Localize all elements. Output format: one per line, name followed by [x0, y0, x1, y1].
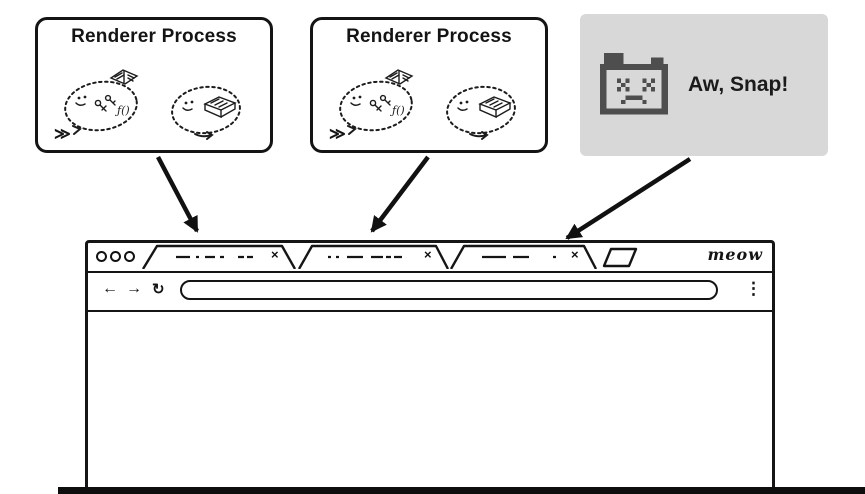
- renderer-threads-doodle-icon: ƒ() ≫: [54, 69, 241, 143]
- renderer-process-title: Renderer Process: [346, 26, 512, 47]
- new-tab-icon: [602, 247, 638, 268]
- browser-logo: meow: [707, 245, 763, 264]
- tab-close-icon[interactable]: ×: [424, 247, 432, 262]
- tab-2-shape: [297, 244, 450, 269]
- reload-button[interactable]: ↻: [152, 281, 165, 298]
- renderer-process-title: Renderer Process: [71, 26, 237, 47]
- window-button-icon[interactable]: [124, 251, 135, 262]
- forward-button[interactable]: →: [126, 280, 142, 297]
- arrow-box2-to-tab2: [370, 155, 430, 233]
- svg-text:ƒ(): ƒ(): [114, 104, 130, 117]
- tabs-outline-drawing: [141, 244, 638, 269]
- tab-close-icon[interactable]: ×: [571, 247, 579, 262]
- renderer-threads-doodle-icon: ƒ() ≫: [329, 69, 516, 143]
- tab-3-shape: [449, 244, 598, 269]
- address-bar[interactable]: [180, 280, 718, 300]
- menu-icon[interactable]: ⋮: [745, 279, 762, 298]
- aw-snap-label: Aw, Snap!: [688, 73, 789, 96]
- svg-text:≫: ≫: [329, 126, 346, 143]
- arrow-box3-to-tab3: [565, 157, 692, 240]
- tab-strip: × × × meow: [88, 243, 772, 273]
- aw-snap-box: Aw, Snap!: [580, 14, 828, 156]
- renderer-process-box-2: Renderer Process ƒ(): [310, 17, 548, 153]
- back-button[interactable]: ←: [102, 280, 118, 297]
- svg-text:≫: ≫: [54, 126, 71, 143]
- tab-close-icon[interactable]: ×: [271, 247, 279, 262]
- browser-window: × × × meow ← → ↻ ⋮: [85, 240, 775, 494]
- tab-1-shape: [141, 244, 297, 269]
- bottom-crop-bar: [58, 487, 865, 494]
- browser-content-area: [88, 312, 772, 494]
- window-button-icon[interactable]: [110, 251, 121, 262]
- svg-text:ƒ(): ƒ(): [389, 104, 405, 117]
- window-button-icon[interactable]: [96, 251, 107, 262]
- arrow-box1-to-tab1: [156, 155, 199, 233]
- navigation-bar: ← → ↻ ⋮: [88, 273, 772, 312]
- sad-tab-icon: [600, 53, 668, 115]
- renderer-process-box-1: Renderer Process ƒ(): [35, 17, 273, 153]
